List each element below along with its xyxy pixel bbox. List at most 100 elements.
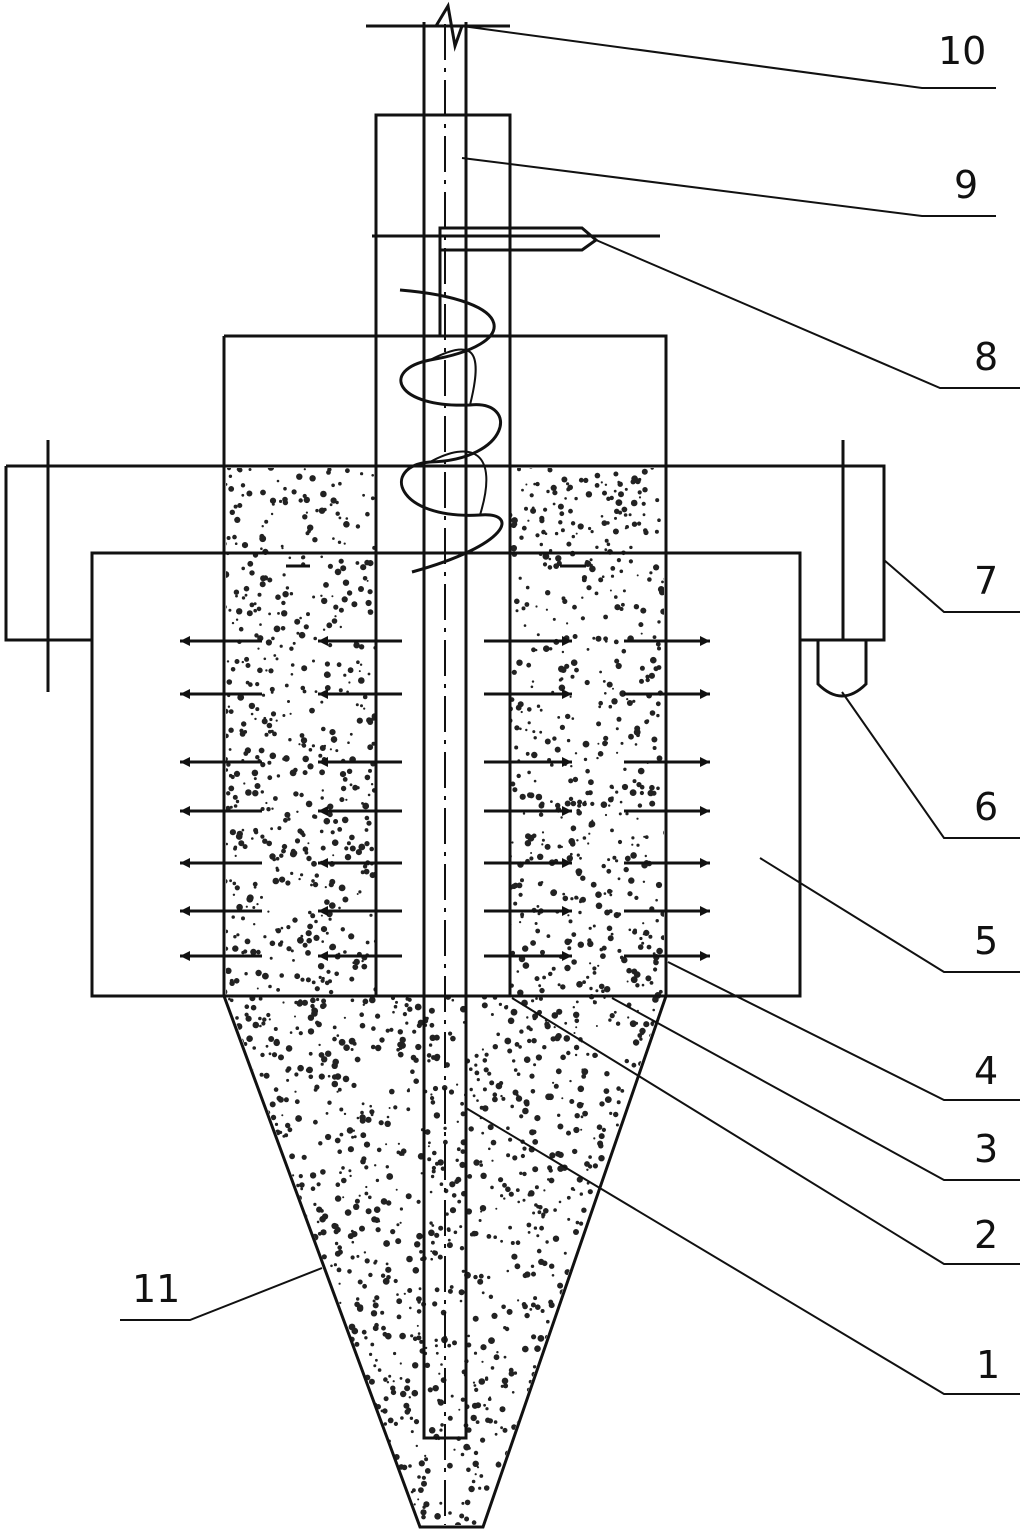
packing-grain (320, 594, 323, 597)
packing-grain (665, 1458, 671, 1464)
packing-grain (409, 891, 413, 895)
packing-grain (396, 1223, 400, 1227)
packing-grain (481, 1002, 488, 1009)
packing-grain (440, 1423, 444, 1427)
packing-grain (579, 1221, 584, 1226)
packing-grain (546, 1433, 551, 1439)
packing-grain (287, 700, 290, 703)
packing-grain (311, 1335, 316, 1340)
packing-grain (377, 482, 383, 489)
packing-grain (627, 1428, 633, 1434)
packing-grain (524, 602, 530, 607)
packing-grain (383, 1240, 390, 1247)
packing-grain (233, 935, 237, 939)
packing-grain (403, 1402, 410, 1409)
packing-grain (430, 619, 434, 623)
packing-grain (377, 846, 381, 850)
packing-grain (619, 1214, 623, 1218)
packing-grain (392, 1010, 395, 1014)
packing-grain (502, 1182, 507, 1188)
packing-grain (254, 1346, 257, 1349)
packing-grain (526, 1222, 532, 1228)
packing-grain (584, 1161, 590, 1167)
packing-grain (408, 1464, 412, 1468)
packing-grain (434, 964, 439, 969)
packing-grain (460, 901, 465, 906)
packing-grain (436, 804, 442, 810)
packing-grain (416, 1296, 422, 1302)
packing-grain (226, 1153, 227, 1157)
packing-grain (519, 1029, 524, 1034)
packing-grain (621, 783, 629, 791)
packing-grain (274, 1038, 280, 1045)
packing-grain (651, 790, 657, 796)
packing-grain (389, 576, 397, 584)
packing-grain (315, 508, 319, 513)
packing-grain (406, 1107, 411, 1112)
packing-grain (531, 1448, 537, 1454)
packing-grain (281, 1307, 286, 1312)
packing-grain (652, 1060, 655, 1063)
packing-grain (589, 1332, 592, 1335)
packing-grain (428, 1007, 435, 1014)
packing-grain (408, 684, 415, 690)
packing-grain (259, 1072, 264, 1077)
packing-grain (237, 503, 243, 508)
packing-grain (331, 1222, 338, 1230)
packing-grain (368, 1195, 372, 1200)
packing-grain (568, 778, 574, 784)
packing-grain (338, 481, 342, 486)
packing-grain (325, 1112, 329, 1115)
packing-grain (333, 1394, 340, 1401)
packing-grain (530, 852, 533, 854)
packing-grain (469, 553, 476, 560)
packing-grain (555, 1068, 562, 1075)
packing-grain (393, 754, 400, 760)
packing-grain (602, 680, 606, 683)
packing-grain (318, 1141, 323, 1146)
packing-grain (256, 606, 262, 612)
packing-grain (564, 497, 567, 500)
packing-grain (310, 1186, 316, 1191)
packing-grain (527, 707, 532, 712)
packing-grain (226, 946, 229, 951)
packing-grain (338, 906, 341, 910)
packing-grain (578, 477, 584, 483)
packing-grain (609, 889, 613, 893)
packing-grain (342, 1196, 345, 1199)
packing-grain (653, 564, 660, 571)
packing-grain (371, 1026, 376, 1031)
packing-grain (616, 659, 620, 663)
packing-grain (526, 662, 532, 668)
packing-grain (603, 614, 608, 620)
packing-grain (363, 1141, 371, 1148)
packing-grain (496, 535, 500, 538)
packing-grain (434, 1344, 438, 1348)
packing-grain (407, 709, 412, 715)
packing-grain (423, 1501, 429, 1507)
packing-grain (532, 1365, 537, 1369)
packing-grain (555, 1414, 558, 1417)
packing-grain (234, 1433, 237, 1436)
packing-grain (255, 969, 262, 977)
packing-grain (281, 1114, 284, 1117)
packing-grain (328, 1298, 332, 1301)
packing-grain (471, 865, 475, 869)
packing-grain (266, 840, 273, 847)
packing-grain (475, 480, 479, 483)
packing-grain (601, 520, 608, 526)
packing-grain (646, 1169, 651, 1173)
packing-grain (416, 1199, 421, 1204)
flow-arrow-head (562, 757, 572, 767)
packing-grain (488, 488, 494, 494)
packing-grain (536, 1372, 544, 1380)
packing-grain (340, 785, 347, 792)
packing-grain (414, 839, 417, 842)
packing-grain (321, 726, 326, 732)
packing-grain (566, 541, 572, 547)
packing-grain (294, 1099, 300, 1105)
packing-grain (446, 887, 450, 891)
packing-grain (543, 1411, 550, 1418)
packing-grain (594, 472, 601, 479)
packing-grain (228, 486, 235, 492)
